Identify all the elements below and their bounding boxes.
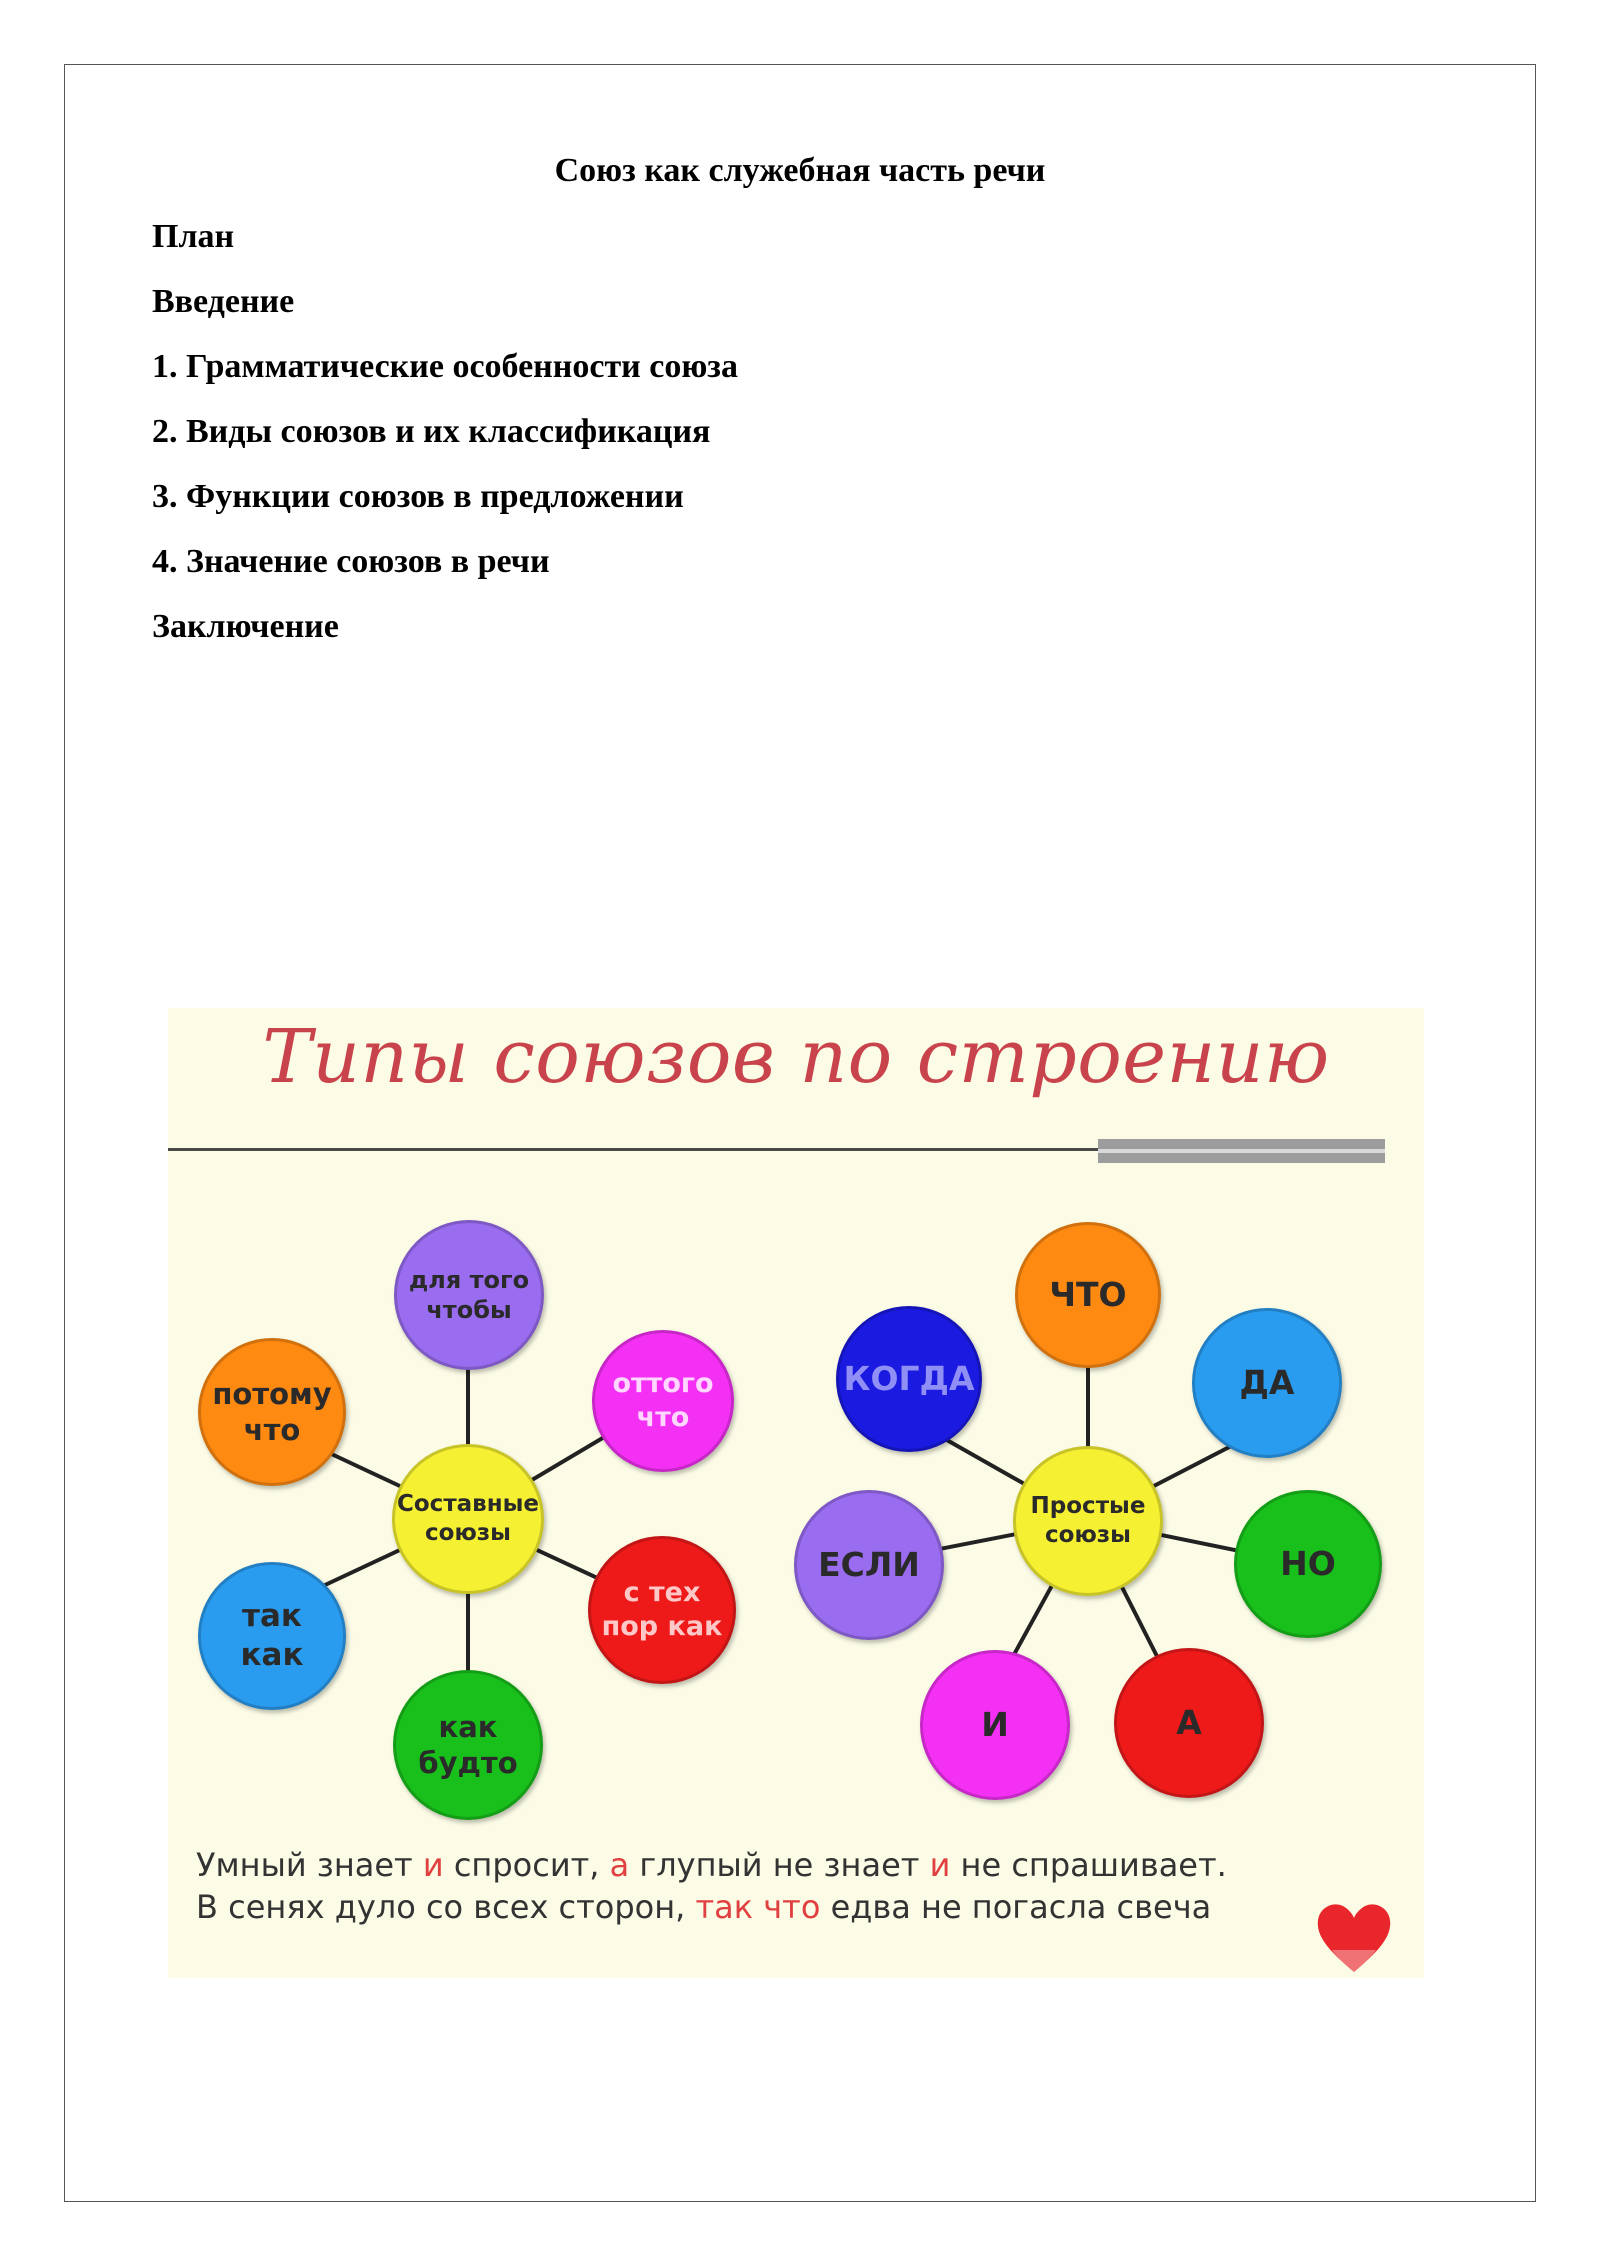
example-1-conjunction-a: а: [609, 1846, 630, 1884]
bubble-dlya-togo-chtoby: для того чтобы: [394, 1220, 544, 1370]
example-2-conjunction-tak-chto: так что: [695, 1888, 821, 1926]
plan-heading: План: [152, 218, 235, 255]
example-1-conjunction-i-2: и: [929, 1846, 951, 1884]
example-1-text-4: не спрашивает.: [950, 1846, 1227, 1884]
bubble-ottogo-chto: оттого что: [592, 1330, 734, 1472]
figure-title: Типы союзов по строению: [262, 1014, 1330, 1100]
connector-lines: [274, 1336, 1300, 1682]
bubble-da: ДА: [1192, 1308, 1342, 1458]
bubble-tak-kak: так как: [198, 1562, 346, 1710]
bubble-kogda: КОГДА: [836, 1306, 982, 1452]
title-rule-accent-gap: [1098, 1149, 1385, 1153]
example-sentence-2: В сенях дуло со всех сторон, так что едв…: [196, 1888, 1211, 1926]
bubble-i: И: [920, 1650, 1070, 1800]
bubble-no: НО: [1234, 1490, 1382, 1638]
plan-item-conclusion: Заключение: [152, 608, 339, 645]
example-2-text-2: едва не погасла свеча: [820, 1888, 1212, 1926]
plan-item-4: 4. Значение союзов в речи: [152, 543, 550, 580]
example-2-text-1: В сенях дуло со всех сторон,: [196, 1888, 696, 1926]
plan-item-introduction: Введение: [152, 283, 295, 320]
example-1-conjunction-i: и: [422, 1846, 444, 1884]
example-1-text-2: спросит,: [443, 1846, 610, 1884]
bubble-a: А: [1114, 1648, 1264, 1798]
heart-icon: [1317, 1904, 1391, 1972]
simple-center-bubble: Простые союзы: [1013, 1446, 1163, 1596]
compound-center-bubble: Составные союзы: [392, 1444, 544, 1594]
bubble-chto: ЧТО: [1015, 1222, 1161, 1368]
bubble-esli: ЕСЛИ: [794, 1490, 944, 1640]
bubble-kak-budto: как будто: [393, 1670, 543, 1820]
plan-item-3: 3. Функции союзов в предложении: [152, 478, 684, 515]
bubble-potomu-chto: потому что: [198, 1338, 346, 1486]
example-1-text-3: глупый не знает: [629, 1846, 930, 1884]
plan-item-2: 2. Виды союзов и их классификация: [152, 413, 711, 450]
bubble-s-teh-por-kak: с тех пор как: [588, 1536, 736, 1684]
title-rule-accent-lower: [1098, 1153, 1385, 1163]
title-rule: [168, 1148, 1265, 1151]
example-1-text-1: Умный знает: [196, 1846, 423, 1884]
title-rule-accent: [1098, 1139, 1385, 1149]
page-border: [64, 64, 1536, 2202]
document-title: Союз как служебная часть речи: [554, 152, 1046, 189]
plan-item-1: 1. Грамматические особенности союза: [152, 348, 738, 385]
conjunction-types-figure: Типы союзов по строению для того чтобы о…: [168, 1008, 1424, 1978]
example-sentence-1: Умный знает и спросит, а глупый не знает…: [196, 1846, 1227, 1884]
